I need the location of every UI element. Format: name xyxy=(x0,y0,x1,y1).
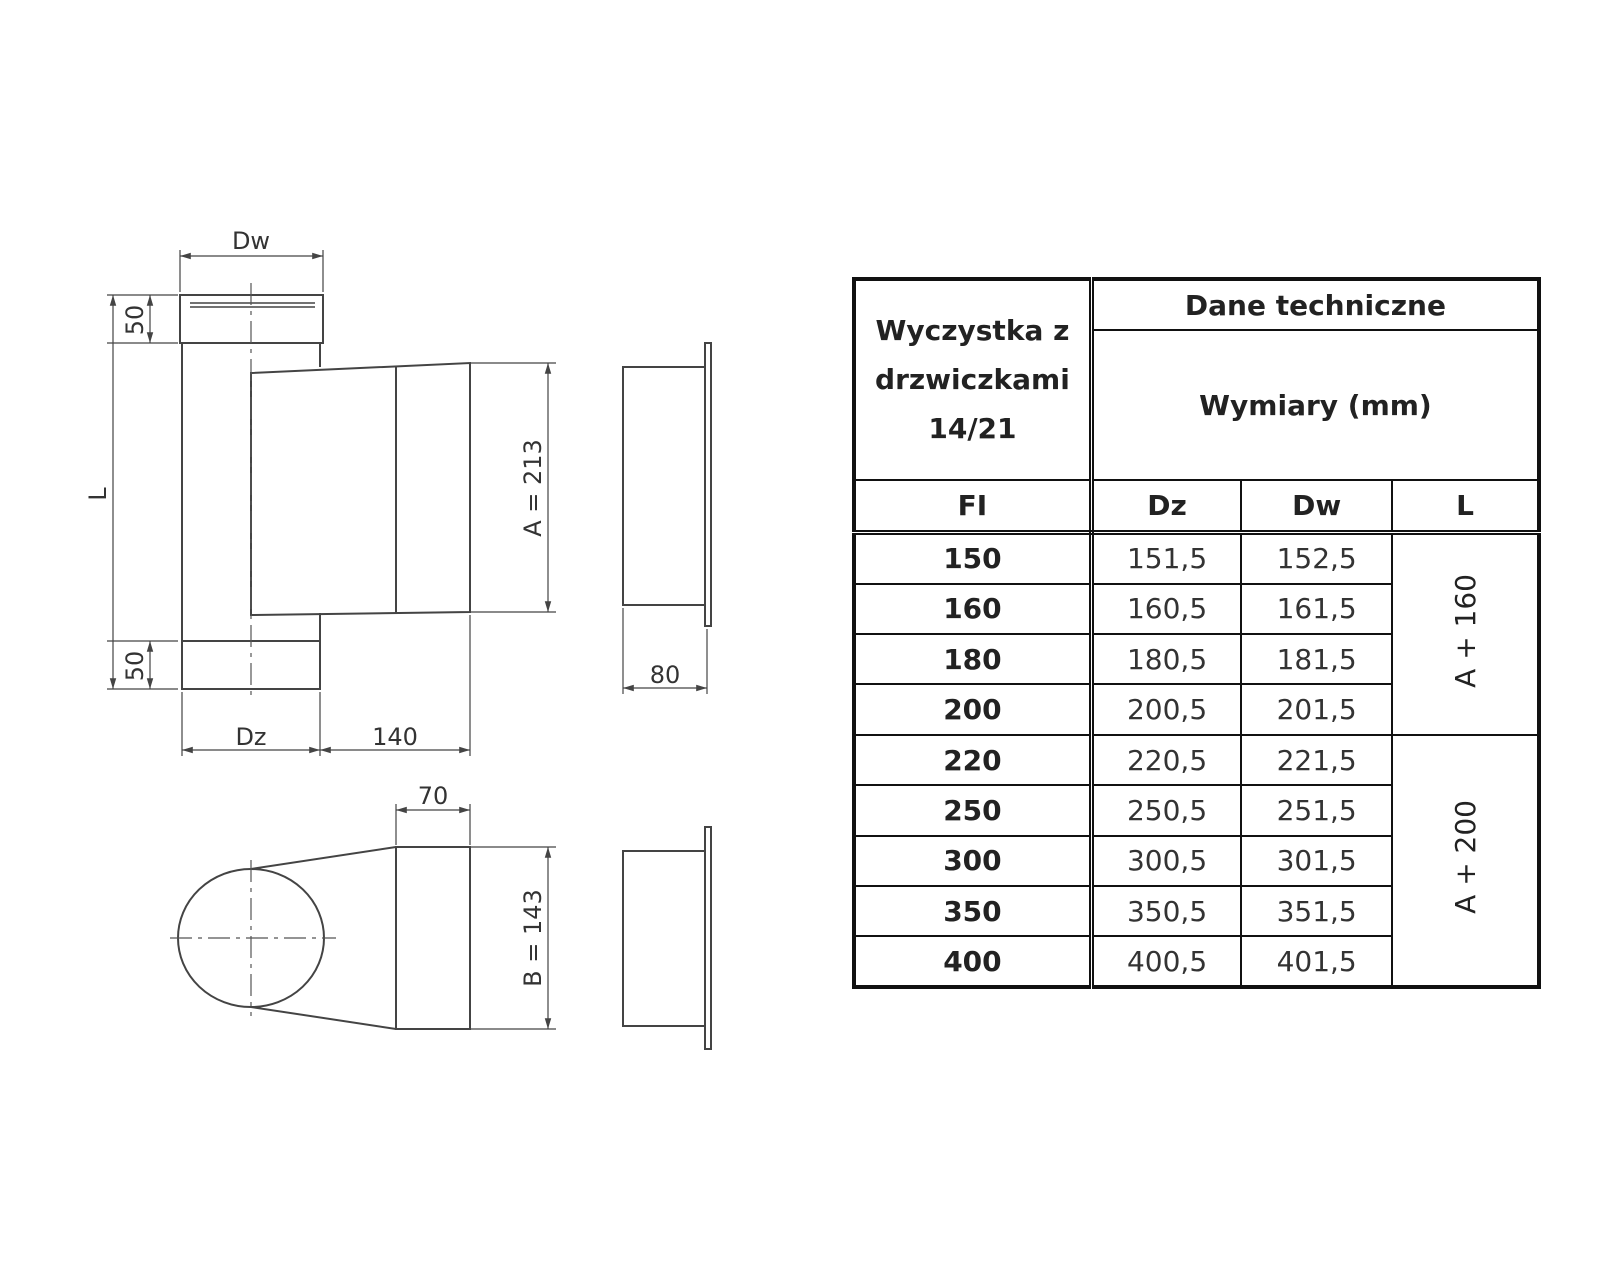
dz-cell: 151,5 xyxy=(1090,531,1243,585)
column-header-fi: FI xyxy=(852,478,1094,535)
dimensions-header: Wymiary (mm) xyxy=(1090,329,1540,481)
table-row: 180 180,5 181,5 xyxy=(852,632,1539,686)
dz-label: Dz xyxy=(235,723,266,751)
technical-drawing: Dw Dz 140 L 50 50 A = 213 80 70 B = 143 xyxy=(84,227,712,1050)
b-dimension-label: B = 143 xyxy=(519,889,547,987)
table-row: 200 200,5 201,5 xyxy=(852,683,1539,736)
title-line-3: 14/21 xyxy=(928,412,1017,446)
table-row: 250 250,5 251,5 xyxy=(852,784,1539,837)
dw-cell: 181,5 xyxy=(1240,632,1394,686)
top-collar-label: 50 xyxy=(121,305,149,336)
dw-cell: 161,5 xyxy=(1240,582,1394,635)
a-dimension-label: A = 213 xyxy=(519,439,547,537)
fi-cell: 150 xyxy=(852,531,1094,585)
dw-cell: 201,5 xyxy=(1240,683,1394,736)
fi-cell: 180 xyxy=(852,632,1094,686)
dz-cell: 250,5 xyxy=(1090,784,1243,837)
l-group-2-text: A + 200 xyxy=(1448,799,1482,914)
table-row: 350 350,5 351,5 xyxy=(852,885,1539,938)
table-row: 150 151,5 152,5 A + 160 xyxy=(852,531,1540,736)
column-header-l: L xyxy=(1391,478,1540,535)
dw-cell: 401,5 xyxy=(1240,935,1394,988)
dz-cell: 300,5 xyxy=(1090,834,1243,888)
title-line-2: drzwiczkami xyxy=(875,363,1070,397)
dz-cell: 220,5 xyxy=(1090,733,1243,787)
title-line-1: Wyczystka z xyxy=(875,314,1070,348)
dz-cell: 180,5 xyxy=(1090,632,1243,686)
door-branch xyxy=(250,361,471,617)
side-view-door xyxy=(622,342,712,627)
front-view xyxy=(179,294,471,690)
table-row: 400 400,5 401,5 xyxy=(852,935,1539,988)
l-group-1-text: A + 160 xyxy=(1448,573,1482,688)
dz-cell: 200,5 xyxy=(1090,683,1243,736)
side-view-bottom xyxy=(622,826,712,1050)
offset-140-label: 140 xyxy=(372,723,418,751)
length-label: L xyxy=(84,487,112,501)
dw-label: Dw xyxy=(232,227,270,255)
dw-cell: 152,5 xyxy=(1240,531,1394,585)
depth-80-label: 80 xyxy=(650,661,681,689)
dz-cell: 350,5 xyxy=(1090,885,1243,938)
dz-cell: 400,5 xyxy=(1090,935,1243,988)
width-70-label: 70 xyxy=(418,782,449,810)
fi-cell: 300 xyxy=(852,834,1094,888)
section-header: Dane techniczne xyxy=(1090,277,1540,332)
fi-cell: 400 xyxy=(852,935,1094,988)
bottom-collar-label: 50 xyxy=(121,651,149,682)
dz-cell: 160,5 xyxy=(1090,582,1243,635)
dw-cell: 221,5 xyxy=(1240,733,1394,787)
table-row: 160 160,5 161,5 xyxy=(852,582,1539,635)
column-header-dz: Dz xyxy=(1090,478,1243,535)
l-group-2: A + 200 xyxy=(1391,733,1540,989)
front-dimensions xyxy=(107,250,556,756)
table-row: 220 220,5 221,5 A + 200 xyxy=(852,733,1540,989)
dw-cell: 251,5 xyxy=(1240,784,1394,837)
fi-cell: 160 xyxy=(852,582,1094,635)
fi-cell: 200 xyxy=(852,683,1094,736)
fi-cell: 250 xyxy=(852,784,1094,837)
dw-cell: 351,5 xyxy=(1240,885,1394,938)
fi-cell: 220 xyxy=(852,733,1094,787)
table-row: 300 300,5 301,5 xyxy=(852,834,1539,888)
technical-data-table: Wyczystka z drzwiczkami 14/21 Dane techn… xyxy=(852,277,1541,989)
fi-cell: 350 xyxy=(852,885,1094,938)
column-header-dw: Dw xyxy=(1240,478,1394,535)
product-title-cell: Wyczystka z drzwiczkami 14/21 xyxy=(852,278,1094,481)
dw-cell: 301,5 xyxy=(1240,834,1394,888)
l-group-1: A + 160 xyxy=(1391,531,1540,736)
